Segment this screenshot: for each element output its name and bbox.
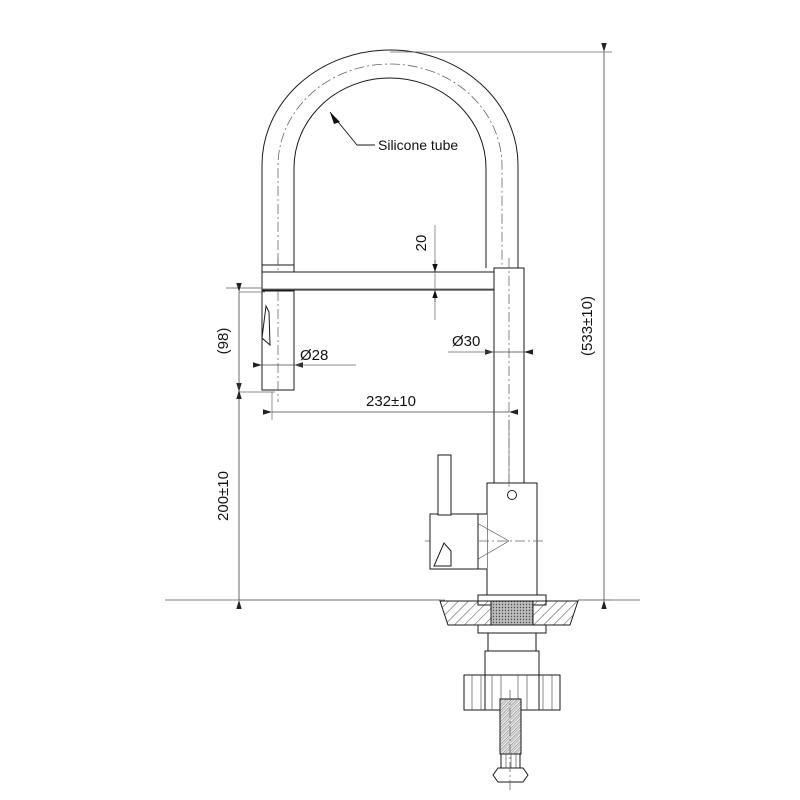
nut-flange-ribs	[471, 675, 553, 710]
hex-hose-fitting	[492, 767, 529, 783]
dim-label-overall-height: (533±10)	[579, 296, 596, 356]
dim-label-20: 20	[413, 235, 430, 252]
spray-arm-body	[261, 271, 519, 291]
leader-line-silicone-tube	[329, 111, 375, 146]
dimension-overall-height: (533±10)	[390, 43, 612, 609]
nut-wing-right	[538, 674, 561, 711]
dimension-column-diameter: Ø30	[448, 333, 533, 355]
lever-collar	[429, 513, 479, 570]
braided-supply-hose	[492, 690, 529, 790]
dim-label-d28: Ø28	[300, 347, 328, 364]
threaded-shank-knurl	[491, 601, 533, 625]
dim-label-spout-reach: 232±10	[366, 393, 416, 410]
dimension-arm-thickness: 20	[413, 225, 438, 320]
lever-handle-stem	[437, 454, 452, 516]
dim-label-200: 200±10	[215, 471, 232, 521]
dimension-spout-reach: 232±10	[263, 392, 518, 487]
spout-outlet-detail	[262, 306, 270, 345]
valve-body-with-lever	[425, 454, 545, 597]
hose-ferrule	[500, 753, 521, 769]
dim-label-d30: Ø30	[452, 333, 480, 350]
leader-arrowhead-silicone-tube	[330, 112, 340, 124]
note-label-silicone-tube: Silicone tube	[378, 137, 458, 153]
lever-collar-detail	[434, 543, 451, 566]
counter-slab-left-hatch	[440, 601, 491, 625]
horizontal-support-arm	[226, 271, 519, 291]
cartridge-screw-hole	[508, 491, 517, 500]
dim-label-98: (98)	[215, 328, 232, 355]
arch-inner-wall	[294, 78, 486, 268]
counter-slab-right-hatch	[533, 601, 578, 625]
shank-tube-upper	[487, 632, 537, 652]
gooseneck-arch	[262, 50, 518, 268]
dimension-spout-height: 200±10	[215, 383, 445, 609]
braided-hose-body	[500, 699, 521, 754]
hose-ferrule-ribs	[505, 754, 517, 768]
arch-centerline	[277, 63, 503, 268]
dimension-spout-head-length: (98)	[215, 283, 265, 399]
countertop-section-hatched	[165, 599, 640, 625]
arch-outer-wall	[262, 50, 518, 268]
mounting-washer	[477, 624, 547, 634]
nut-wing-left	[463, 674, 486, 711]
dimension-spout-diameter: Ø28	[253, 347, 356, 368]
note-silicone-tube: Silicone tube	[329, 111, 458, 153]
